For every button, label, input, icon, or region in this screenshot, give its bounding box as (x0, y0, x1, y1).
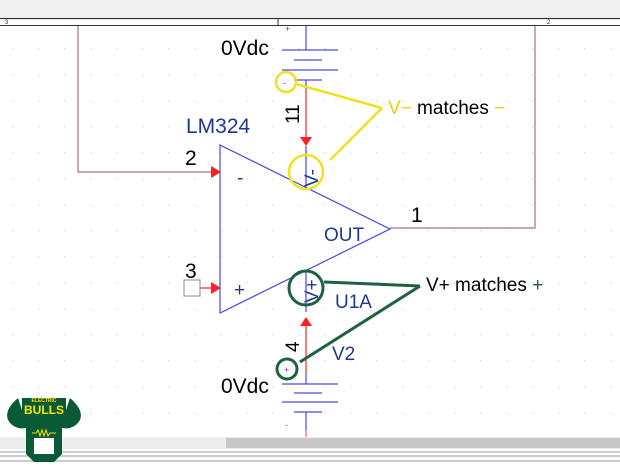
pin-4-number: 4 (283, 341, 304, 352)
opamp-minus-sign: - (237, 168, 243, 189)
pin-2-arrow (211, 166, 221, 178)
vminus-annotation-text: V− matches − (388, 98, 505, 119)
pin-3-arrow (211, 282, 221, 294)
logo-line2: BULLS (24, 403, 64, 417)
pin-11-arrow (300, 137, 312, 146)
vplus-pin-label: V+ (302, 279, 323, 303)
opamp-out-label: OUT (324, 225, 365, 246)
bottom-voltage-source[interactable] (282, 372, 338, 430)
horizontal-scrollbar-thumb[interactable] (226, 438, 620, 448)
page-border-ruler: 3 2 (0, 17, 620, 26)
wire-feedback-right[interactable] (390, 26, 536, 229)
logo-line1: ELECTRIC (32, 398, 57, 404)
top-voltage-source[interactable] (282, 26, 338, 90)
vplus-annotation-text: V+ matches + (426, 275, 543, 296)
unconnected-port-box[interactable] (183, 279, 201, 297)
vminus-annotation (274, 70, 383, 191)
grid (0, 26, 620, 436)
bottom-source-name: V2 (332, 344, 355, 365)
toolbar-area (0, 0, 620, 17)
top-source-value: 0Vdc (221, 37, 269, 60)
opamp-ref: U1A (335, 292, 372, 313)
bottom-source-minus: - (285, 420, 288, 430)
pin-2-number: 2 (185, 147, 197, 170)
pin-1-number: 1 (411, 204, 423, 227)
vplus-annotation (275, 269, 421, 381)
vminus-small-circle-sign: - (283, 78, 286, 88)
opamp-part-name: LM324 (186, 115, 251, 138)
bottom-source-value: 0Vdc (221, 375, 269, 398)
vplus-small-circle-sign: + (284, 365, 289, 375)
resistor-icon (32, 428, 56, 438)
top-source-plus: + (285, 24, 290, 34)
pin-11-number: 11 (283, 104, 304, 124)
opamp-plus-sign: + (234, 280, 245, 301)
electric-bulls-logo: ELECTRIC BULLS (7, 398, 81, 462)
pin-4-arrow (300, 317, 312, 326)
wire-feedback-left[interactable] (77, 26, 212, 173)
status-lines (0, 451, 620, 462)
ruler-label-left: 3 (5, 20, 9, 26)
pin-3-number: 3 (185, 260, 197, 283)
vminus-pin-label: V- (302, 169, 323, 187)
ruler-label-right: 2 (547, 20, 551, 26)
